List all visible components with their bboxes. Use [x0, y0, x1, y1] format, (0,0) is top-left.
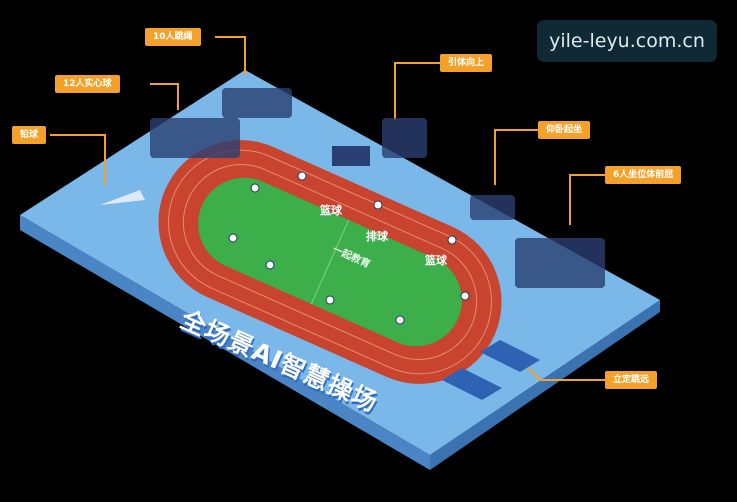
platform-side — [20, 215, 430, 470]
solid-ball-callout: 12人实心球 — [55, 75, 120, 93]
pull-up-callout: 引体向上 — [440, 54, 493, 72]
platform-side-right — [430, 300, 660, 470]
track-lane-outline — [167, 149, 493, 375]
standing-jump-callout: 立定跳远 — [605, 371, 658, 389]
field-mark-3: 篮球 — [425, 254, 447, 267]
runners — [228, 171, 470, 325]
shot-put-callout: 铅球 — [12, 126, 47, 144]
jump-mats — [442, 340, 540, 400]
scoreboard — [332, 146, 370, 166]
sit-reach-callout: 6人坐位体前屈 — [605, 166, 682, 184]
watermark: yile-leyu.com.cn — [537, 20, 717, 62]
field-mark-1: 篮球 — [320, 204, 342, 217]
students-groups — [150, 88, 605, 288]
sit-up-callout: 仰卧起坐 — [538, 121, 591, 139]
shot-put-zone — [100, 190, 145, 205]
field-midline — [310, 219, 350, 305]
track-lane-outline-2 — [182, 164, 478, 360]
field-mark-2: 排球 — [366, 230, 388, 243]
jump-rope-callout: 10人跳绳 — [145, 28, 201, 46]
